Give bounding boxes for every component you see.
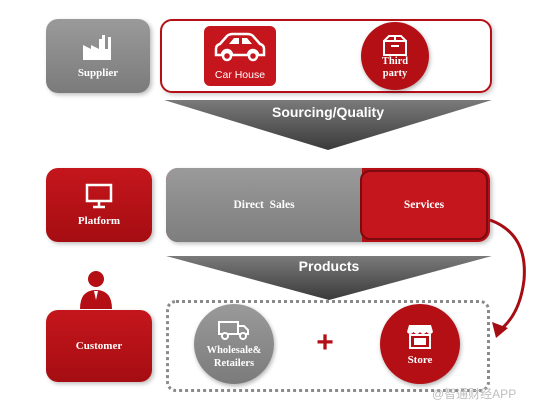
wholesale-label-2: Retailers xyxy=(213,357,255,369)
third-party-label-1: Third xyxy=(381,56,409,67)
storefront-icon xyxy=(406,323,434,349)
person-icon xyxy=(78,270,114,310)
customer-label: Customer xyxy=(75,340,123,352)
customer-box: Customer xyxy=(46,310,152,382)
third-party-label-2: party xyxy=(382,68,408,79)
third-party-circle: Third party xyxy=(361,22,429,90)
outlets-frame xyxy=(166,300,490,392)
car-house-label: Car House xyxy=(214,69,266,81)
watermark: @智通财经APP xyxy=(432,387,517,401)
box-icon xyxy=(381,34,409,56)
services-to-store-arrow xyxy=(480,214,540,344)
store-circle: Store xyxy=(380,304,460,384)
platform-box: Platform xyxy=(46,168,152,242)
plus-sign: + xyxy=(316,326,334,359)
factory-icon xyxy=(81,33,115,61)
direct-sales-segment: Direct Sales xyxy=(166,168,362,242)
wholesale-label-1: Wholesale& xyxy=(206,344,262,356)
supplier-label: Supplier xyxy=(77,67,119,79)
products-label: Products xyxy=(298,258,360,274)
services-segment: Services xyxy=(360,170,488,240)
platform-label: Platform xyxy=(77,215,121,227)
source-frame xyxy=(160,19,492,93)
sourcing-quality-banner: Sourcing/Quality xyxy=(164,100,492,150)
car-house-tile: Car House xyxy=(204,26,276,86)
wholesale-circle: Wholesale& Retailers xyxy=(194,304,274,384)
products-banner: Products xyxy=(166,256,492,300)
direct-sales-label: Direct Sales xyxy=(233,199,295,211)
truck-icon xyxy=(217,319,251,341)
supplier-box: Supplier xyxy=(46,19,150,93)
services-label: Services xyxy=(403,199,445,211)
channels-bar: Direct Sales Services xyxy=(166,168,490,242)
store-label: Store xyxy=(407,353,433,366)
sourcing-quality-label: Sourcing/Quality xyxy=(271,104,384,120)
car-icon xyxy=(212,31,268,65)
monitor-icon xyxy=(85,183,113,209)
